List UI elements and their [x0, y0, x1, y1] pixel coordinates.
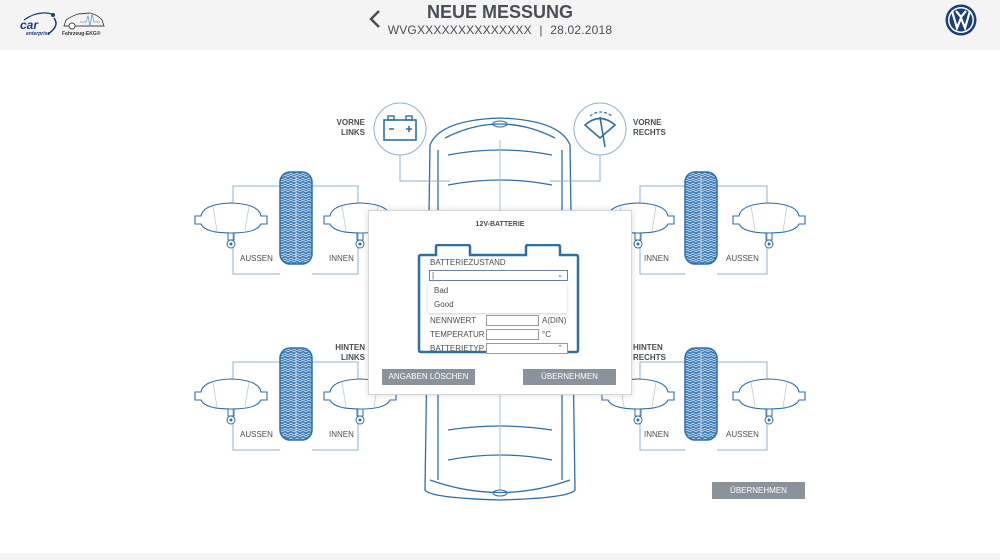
dialog-apply-button[interactable]: ÜBERNEHMEN: [523, 369, 616, 385]
front-left-brake-pad-left-icon[interactable]: [194, 202, 268, 249]
condition-select[interactable]: | ⌄: [429, 270, 568, 281]
fahrzeug-ekg-logo: Fahrzeug-EKG®: [62, 6, 107, 38]
wheel-title-rear-right: HINTEN RECHTS: [633, 343, 678, 363]
page-title: NEUE MESSUNG: [426, 2, 574, 22]
brake-label-rear-left-inner: INNEN: [329, 430, 354, 439]
brake-label-front-left-outer: AUSSEN: [240, 254, 273, 263]
wheel-title-line1: VORNE: [336, 118, 365, 127]
vw-logo-icon: [945, 4, 977, 36]
wheel-title-line1: HINTEN: [633, 343, 663, 352]
car-ekg-icon: [63, 12, 105, 30]
wheel-title-line2: RECHTS: [633, 353, 666, 362]
brake-label-rear-right-outer: AUSSEN: [726, 430, 759, 439]
wheel-title-line1: HINTEN: [335, 343, 365, 352]
car-outline: [424, 117, 576, 501]
brake-label-rear-left-outer: AUSSEN: [240, 430, 273, 439]
battery-icon[interactable]: [373, 102, 450, 182]
rear-left-brake-pad-left-icon[interactable]: [194, 378, 268, 425]
front-left-tire-icon[interactable]: [279, 171, 313, 265]
battery-type-select[interactable]: ⌃: [486, 343, 568, 354]
vehicle-info: WVGXXXXXXXXXXXXXX | 28.02.2018: [380, 23, 620, 37]
logo-car-text: car: [20, 18, 39, 32]
wheel-title-line1: VORNE: [633, 118, 662, 127]
back-button[interactable]: [368, 7, 382, 33]
condition-option-good[interactable]: Good: [434, 300, 454, 309]
vin: WVGXXXXXXXXXXXXXX: [387, 23, 532, 37]
condition-label: BATTERIEZUSTAND: [430, 258, 506, 267]
rear-emblem-icon: [492, 489, 508, 497]
car-enterprise-logo: car enterprise: [18, 8, 60, 37]
front-right-brake-pad-right-icon[interactable]: [732, 202, 806, 249]
rated-label: NENNWERT: [430, 316, 477, 325]
logo-car-subtext: enterprise: [26, 31, 51, 37]
wheel-title-line2: LINKS: [341, 353, 365, 362]
front-emblem-icon: [492, 120, 508, 128]
rear-right-tire-icon[interactable]: [684, 347, 718, 441]
brake-label-front-right-outer: AUSSEN: [726, 254, 759, 263]
logo-swoosh-icon: [23, 12, 57, 35]
footer: [0, 553, 1000, 560]
wheel-title-front-right: VORNE RECHTS: [633, 118, 678, 138]
windshield-wiper-icon[interactable]: [550, 102, 627, 182]
rated-unit: A(DIN): [542, 316, 567, 325]
front-right-tire-icon[interactable]: [684, 171, 718, 265]
temperature-input[interactable]: [486, 329, 539, 340]
temperature-label: TEMPERATUR: [430, 330, 485, 339]
chevron-up-icon: ⌃: [557, 345, 563, 352]
wheel-title-line2: LINKS: [341, 128, 365, 137]
logo-ekg-text: Fahrzeug-EKG®: [62, 31, 101, 37]
wheel-title-line2: RECHTS: [633, 128, 666, 137]
clear-data-button[interactable]: ANGABEN LÖSCHEN: [382, 369, 475, 385]
measurement-date: 28.02.2018: [550, 23, 613, 37]
brake-label-front-left-inner: INNEN: [329, 254, 354, 263]
rear-right-brake-pad-right-icon[interactable]: [732, 378, 806, 425]
battery-type-label: BATTERIETYP: [430, 344, 485, 353]
condition-dropdown: Bad Good: [428, 282, 567, 313]
separator: |: [539, 23, 543, 37]
wheel-title-front-left: VORNE LINKS: [320, 118, 365, 138]
chevron-down-icon: ⌄: [557, 272, 563, 279]
temperature-unit: °C: [542, 330, 551, 339]
wheel-title-rear-left: HINTEN LINKS: [320, 343, 365, 363]
rear-left-tire-icon[interactable]: [279, 347, 313, 441]
brake-label-front-right-inner: INNEN: [644, 254, 669, 263]
battery-dialog: 12V-BATTERIE BATTERIEZUSTAND | ⌄ Bad Goo…: [368, 210, 632, 395]
brake-label-rear-right-inner: INNEN: [644, 430, 669, 439]
dialog-title: 12V-BATTERIE: [475, 221, 525, 228]
rated-value-input[interactable]: [486, 315, 539, 326]
apply-button[interactable]: ÜBERNEHMEN: [712, 482, 805, 499]
chevron-left-icon: [369, 10, 380, 28]
condition-option-bad[interactable]: Bad: [434, 286, 449, 295]
condition-select-value: |: [432, 271, 435, 280]
app-header: car enterprise Fahrzeug-EKG® NEUE MESSUN…: [0, 0, 1000, 50]
